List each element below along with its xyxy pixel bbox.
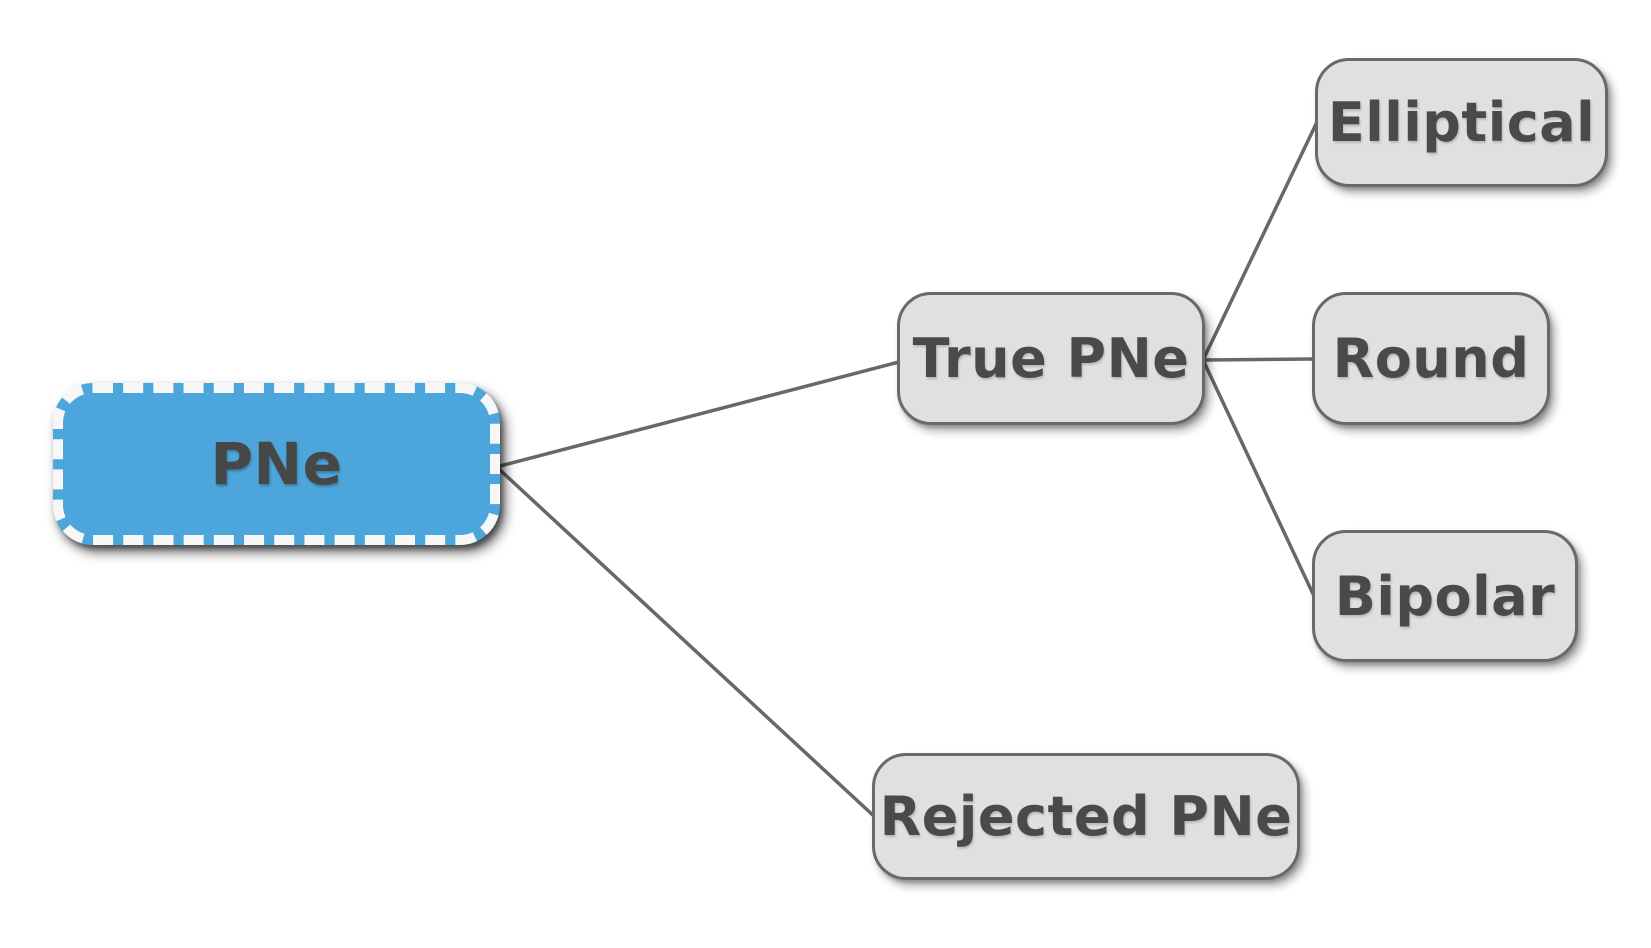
- node-bipolar-label: Bipolar: [1334, 564, 1556, 628]
- node-true-pne-label: True PNe: [912, 327, 1190, 390]
- node-elliptical-label: Elliptical: [1327, 91, 1596, 154]
- node-true-pne[interactable]: True PNe: [897, 292, 1205, 425]
- node-round-label: Round: [1332, 327, 1530, 390]
- edge-true-pne-to-elliptical: [1202, 120, 1319, 360]
- edge-pne-to-true-pne: [498, 360, 901, 468]
- node-bipolar[interactable]: Bipolar: [1312, 530, 1578, 662]
- node-elliptical[interactable]: Elliptical: [1315, 58, 1608, 187]
- node-pne[interactable]: PNe: [53, 383, 500, 545]
- edge-pne-to-rejected-pne: [498, 468, 878, 820]
- node-round[interactable]: Round: [1312, 292, 1550, 425]
- edge-true-pne-to-round: [1202, 357, 1316, 362]
- node-rejected-pne-label: Rejected PNe: [879, 785, 1293, 848]
- node-rejected-pne[interactable]: Rejected PNe: [872, 753, 1300, 880]
- node-pne-label: PNe: [210, 430, 343, 498]
- edge-true-pne-to-bipolar: [1202, 360, 1316, 598]
